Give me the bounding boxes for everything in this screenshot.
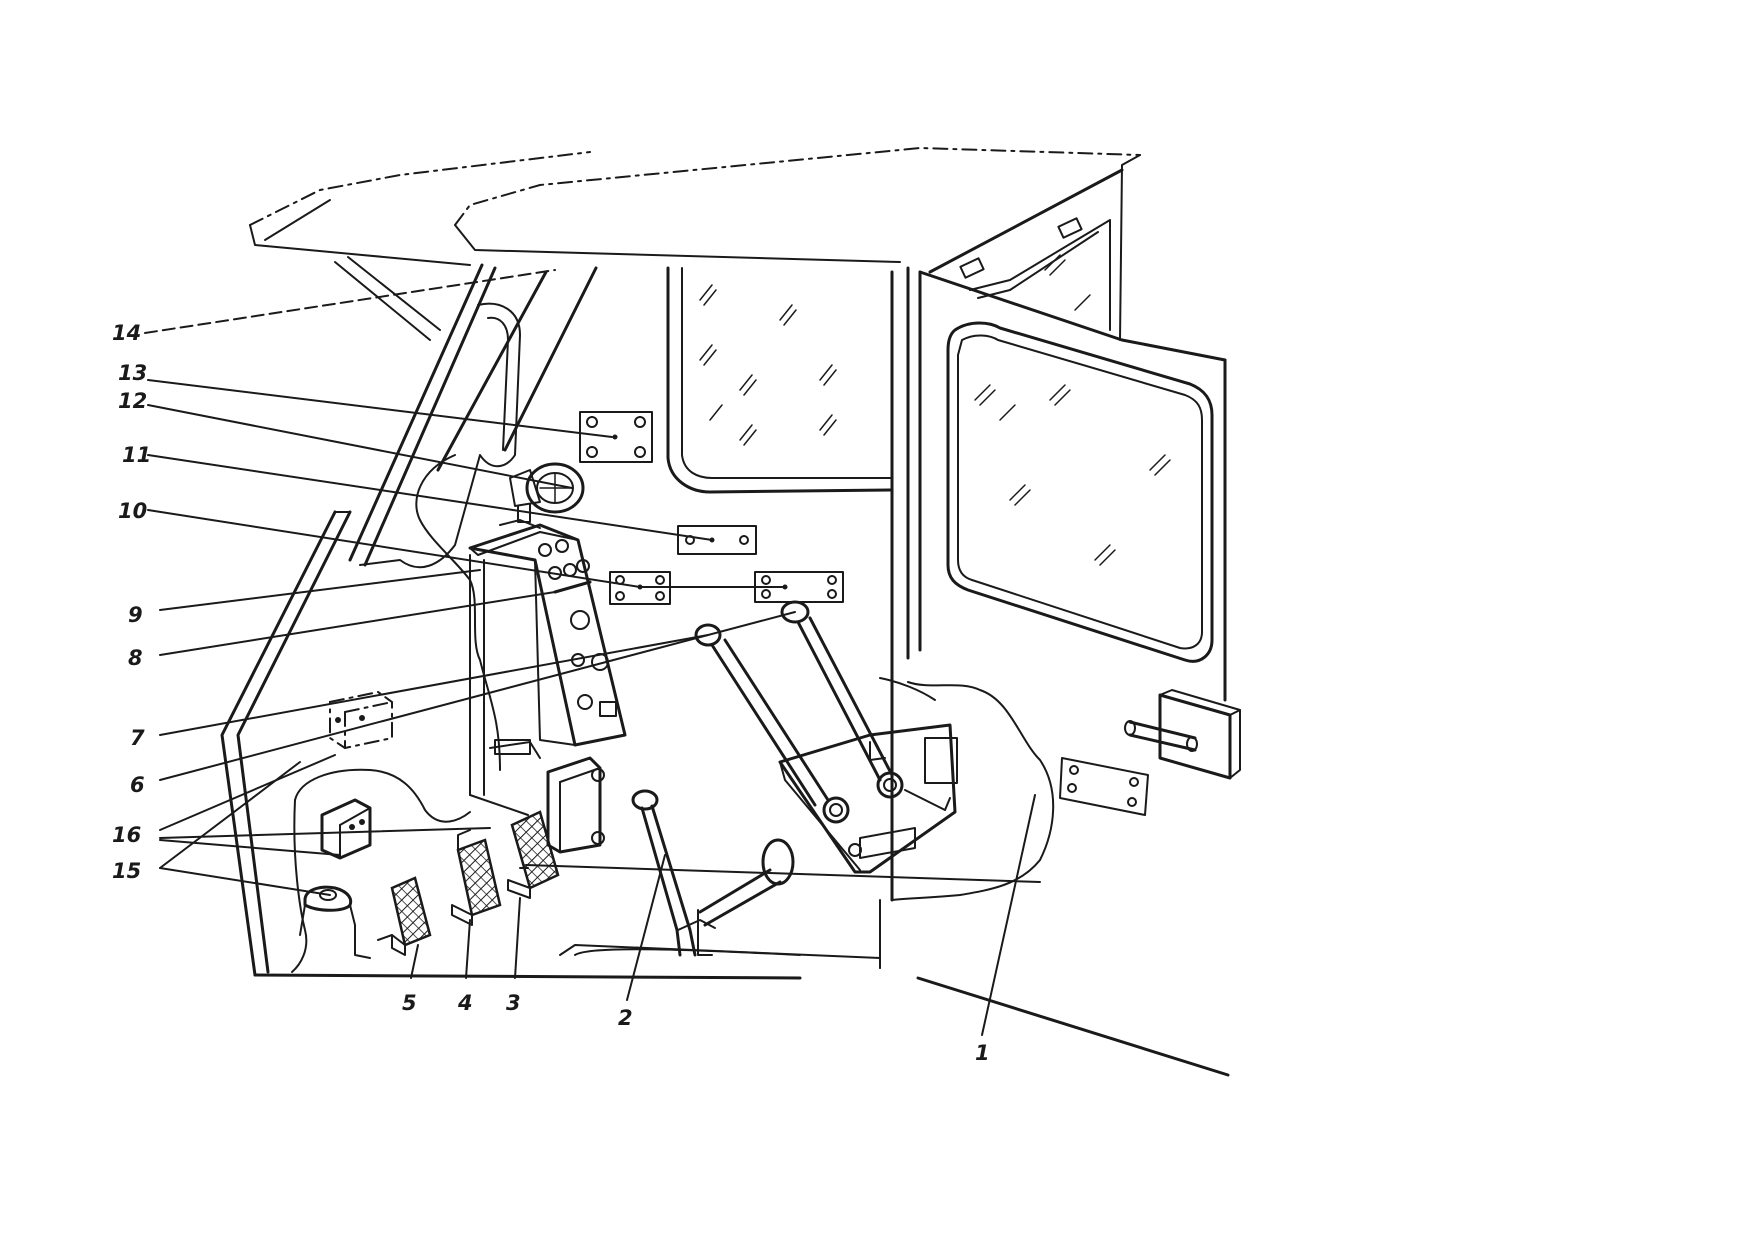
door-lock — [1124, 689, 1241, 780]
right-door — [916, 217, 1230, 1077]
callout-8: 8 — [128, 646, 143, 670]
windscreen-frame — [348, 263, 598, 569]
gear-shift — [631, 789, 716, 957]
pedal-3 — [507, 810, 560, 899]
callout-16: 16 — [112, 823, 141, 847]
lever-8 — [780, 600, 904, 799]
callout-labels: 14 13 12 11 10 9 8 7 6 16 15 5 4 3 2 1 — [112, 321, 990, 1065]
callout-14: 14 — [112, 321, 141, 345]
floor-valve — [299, 885, 371, 959]
leader-lines — [144, 269, 1036, 1036]
mounting-plates — [579, 411, 1149, 816]
callout-4: 4 — [457, 991, 473, 1015]
callout-6: 6 — [130, 773, 145, 797]
floor-lever — [697, 838, 795, 956]
callout-5: 5 — [402, 991, 417, 1015]
lever-base-bracket — [778, 723, 958, 874]
dashed-box-6 — [329, 690, 393, 750]
left-side-frame — [220, 510, 802, 980]
plate-13 — [579, 411, 653, 463]
callout-10: 10 — [118, 499, 147, 523]
plate-11 — [677, 525, 757, 555]
brake-unit — [489, 739, 605, 854]
callout-15: 15 — [112, 859, 141, 883]
callout-12: 12 — [118, 389, 147, 413]
plate-1 — [1059, 757, 1149, 816]
switch-box — [320, 798, 372, 860]
callout-11: 11 — [122, 443, 151, 467]
callout-13: 13 — [118, 361, 147, 385]
instrument-panel — [468, 523, 627, 747]
horn-signal — [499, 462, 585, 529]
pedal-5 — [377, 876, 432, 956]
callout-7: 7 — [130, 726, 145, 750]
cab-roof — [249, 146, 1141, 341]
callout-2: 2 — [618, 1006, 633, 1030]
callout-9: 9 — [128, 603, 143, 627]
callout-3: 3 — [506, 991, 521, 1015]
rear-window — [666, 266, 910, 902]
pedal-4 — [451, 829, 502, 926]
interior-panels — [469, 554, 1041, 969]
callout-1: 1 — [975, 1041, 990, 1065]
lever-7 — [694, 623, 850, 824]
